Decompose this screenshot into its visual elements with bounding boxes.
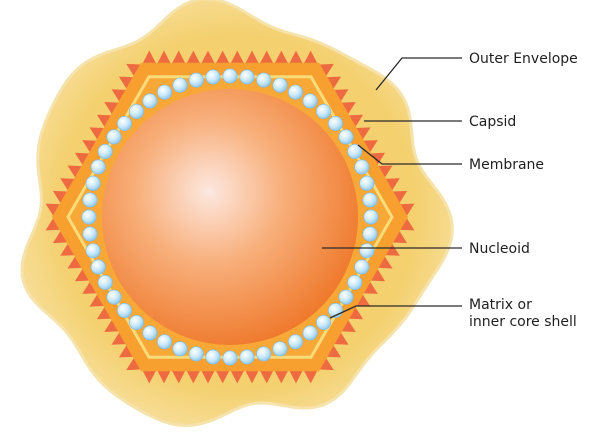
matrix-bead <box>117 116 131 130</box>
matrix-bead <box>355 260 369 274</box>
matrix-bead <box>107 130 121 144</box>
matrix-bead <box>143 326 157 340</box>
matrix-bead <box>98 275 112 289</box>
matrix-bead <box>348 275 362 289</box>
matrix-bead <box>129 315 143 329</box>
matrix-bead <box>257 73 271 87</box>
matrix-bead <box>339 130 353 144</box>
matrix-bead <box>257 347 271 361</box>
matrix-bead <box>360 244 374 258</box>
matrix-bead <box>273 78 287 92</box>
matrix-bead <box>91 260 105 274</box>
matrix-bead <box>240 350 254 364</box>
matrix-bead <box>129 104 143 118</box>
matrix-bead <box>240 70 254 84</box>
matrix-bead <box>98 144 112 158</box>
matrix-bead <box>83 193 97 207</box>
matrix-bead <box>288 85 302 99</box>
matrix-bead <box>360 176 374 190</box>
label-matrix-line1: Matrix or <box>469 297 532 313</box>
matrix-bead <box>107 290 121 304</box>
matrix-bead <box>288 335 302 349</box>
matrix-bead <box>303 326 317 340</box>
matrix-bead <box>83 227 97 241</box>
label-capsid: Capsid <box>469 114 516 130</box>
label-nucleoid: Nucleoid <box>469 241 530 257</box>
label-membrane: Membrane <box>469 157 544 173</box>
matrix-bead <box>117 303 131 317</box>
matrix-bead <box>86 176 100 190</box>
matrix-bead <box>364 210 378 224</box>
matrix-bead <box>273 342 287 356</box>
matrix-bead <box>143 94 157 108</box>
matrix-bead <box>189 73 203 87</box>
matrix-bead <box>206 70 220 84</box>
nucleoid-sphere <box>102 89 358 345</box>
matrix-bead <box>328 116 342 130</box>
matrix-bead <box>157 85 171 99</box>
matrix-bead <box>82 210 96 224</box>
matrix-bead <box>91 160 105 174</box>
matrix-bead <box>316 315 330 329</box>
label-outer-envelope: Outer Envelope <box>469 51 578 67</box>
matrix-bead <box>173 342 187 356</box>
label-matrix-line2: inner core shell <box>469 314 577 330</box>
matrix-bead <box>189 347 203 361</box>
matrix-bead <box>223 69 237 83</box>
matrix-bead <box>316 104 330 118</box>
matrix-bead <box>363 227 377 241</box>
matrix-bead <box>363 193 377 207</box>
matrix-bead <box>157 335 171 349</box>
matrix-bead <box>303 94 317 108</box>
matrix-bead <box>86 244 100 258</box>
matrix-bead <box>355 160 369 174</box>
matrix-bead <box>206 350 220 364</box>
matrix-bead <box>339 290 353 304</box>
matrix-bead <box>223 351 237 365</box>
matrix-bead <box>173 78 187 92</box>
